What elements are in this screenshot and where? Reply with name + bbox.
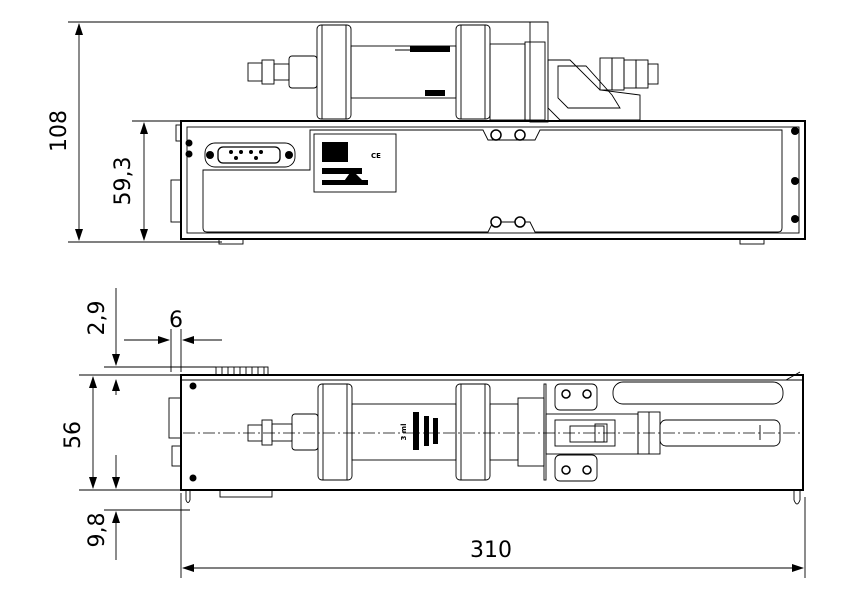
dimension-lines: 108 59,3 2,9 6 56 9,8 310 — [47, 21, 806, 578]
dim-height-total: 108 — [47, 110, 72, 152]
screw — [490, 129, 502, 141]
front-view: CE — [170, 21, 806, 245]
display-window — [612, 381, 784, 405]
rating-label — [313, 133, 397, 193]
ribbed-edge — [215, 366, 269, 376]
warning-triangle — [342, 170, 366, 184]
dim-height-body: 59,3 — [111, 157, 136, 206]
screw — [514, 129, 526, 141]
dim-top-offset: 2,9 — [85, 301, 110, 336]
connector-screw-right — [285, 151, 293, 159]
top-view: 3 ml — [168, 366, 804, 505]
front-panel — [202, 129, 783, 233]
connector-body — [217, 146, 281, 164]
plunger-holder — [547, 59, 641, 121]
clamp-plate-upper — [554, 383, 598, 411]
dim-width-small: 6 — [169, 308, 183, 333]
dim-depth: 56 — [61, 421, 86, 449]
dim-length: 310 — [470, 538, 512, 563]
foot-left — [218, 238, 244, 245]
label-text-block — [322, 142, 348, 162]
side-switch-top — [168, 397, 182, 439]
connector-plate — [204, 142, 296, 168]
dim-bottom-offset: 9,8 — [85, 513, 110, 548]
connector-screw-left — [206, 151, 214, 159]
housing-inner-outline — [186, 126, 800, 234]
screw — [490, 216, 502, 228]
side-switch — [170, 179, 182, 223]
syringe-assembly-front — [247, 21, 659, 123]
clamp-plate-lower — [554, 454, 598, 482]
ce-mark: CE — [371, 152, 381, 160]
foot-right — [739, 238, 765, 245]
pump-housing-top — [180, 374, 804, 491]
syringe-volume-label: 3 ml — [400, 423, 408, 440]
screw — [514, 216, 526, 228]
